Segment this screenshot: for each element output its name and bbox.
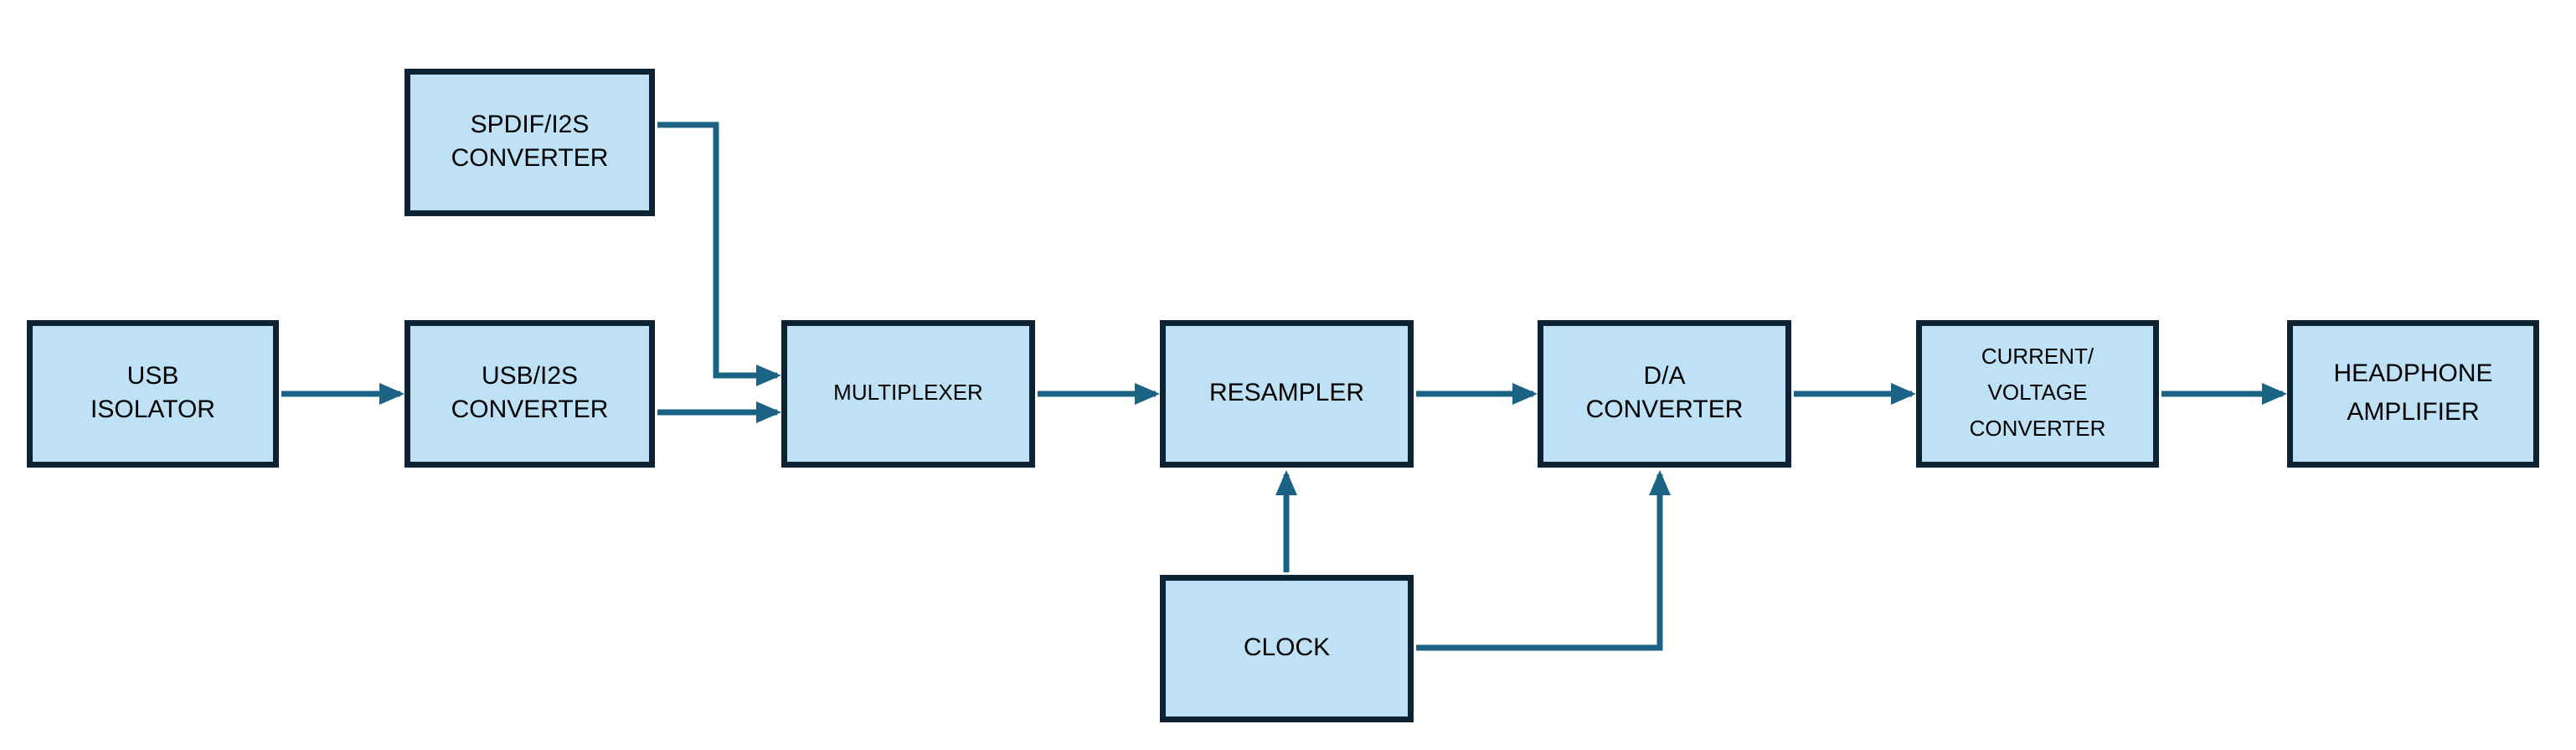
edge-line [1416,474,1663,651]
arrow-head-icon [1649,470,1671,495]
block-label-line: HEADPHONE [2333,359,2492,387]
arrow-head-icon [756,401,781,423]
block-body[interactable] [1160,575,1414,722]
edge-usb-isolator-to-usb-i2s [281,383,404,405]
block-label-line: RESAMPLER [1209,379,1364,406]
block-body[interactable] [2287,320,2539,468]
arrow-head-icon [379,383,404,405]
block-body[interactable] [781,320,1035,468]
block-label-line: CONVERTER [1970,416,2106,441]
block-current-voltage-converter[interactable]: CURRENT/VOLTAGE CONVERTER [1916,320,2159,468]
edge-multiplexer-to-resampler [1038,383,1160,405]
arrow-head-icon [1512,383,1538,405]
edge-usb-i2s-to-multiplexer [657,401,781,423]
block-spdif-i2s-converter[interactable]: SPDIF/I2S CONVERTER [404,69,655,216]
block-multiplexer[interactable]: MULTIPLEXER [781,320,1035,468]
edges-layer [281,122,2287,651]
block-da-converter[interactable]: D/A CONVERTER [1538,320,1791,468]
block-resampler[interactable]: RESAMPLER [1160,320,1414,468]
block-body[interactable] [1160,320,1414,468]
edge-current-voltage-to-headphone-amp [2161,383,2287,405]
block-label-line: CLOCK [1244,634,1330,661]
block-label-line: MULTIPLEXER [833,380,983,405]
arrow-head-icon [1275,470,1297,495]
block-usb-isolator[interactable]: USB ISOLATOR [27,320,279,468]
arrow-head-icon [756,365,781,386]
edge-spdif-to-multiplexer [657,122,781,386]
edge-da-converter-to-current-voltage [1794,383,1916,405]
nodes-layer: SPDIF/I2S CONVERTER USB ISOLATOR USB/I2S CONV… [27,69,2539,722]
block-label-line: VOLTAGE [1988,380,2088,405]
edge-clock-to-resampler [1275,470,1297,572]
block-body[interactable] [404,320,655,468]
block-label-line: D/A [1643,362,1685,390]
block-label-line: CONVERTER [1586,396,1744,423]
block-label-line: USB [127,362,179,390]
block-label-line: CURRENT/ [1981,344,2094,369]
block-usb-i2s-converter[interactable]: USB/I2S CONVERTER [404,320,655,468]
edge-resampler-to-da-converter [1416,383,1538,405]
block-label-line: ISOLATOR [90,396,215,423]
block-label-line: SPDIF/I2S [471,111,590,138]
block-headphone-amplifier[interactable]: HEADPHONE AMPLIFIER [2287,320,2539,468]
arrow-head-icon [2262,383,2287,405]
block-label-line: CONVERTER [451,396,609,423]
edge-line [657,122,777,379]
block-body[interactable] [27,320,279,468]
edge-clock-to-da-converter [1416,470,1671,651]
arrow-head-icon [1891,383,1916,405]
block-clock[interactable]: CLOCK [1160,575,1414,722]
block-body[interactable] [1916,320,2159,468]
block-label-line: AMPLIFIER [2347,398,2479,426]
block-label-line: CONVERTER [451,144,609,172]
block-label-line: USB/I2S [482,362,578,390]
block-body[interactable] [1538,320,1791,468]
block-body[interactable] [404,69,655,216]
arrow-head-icon [1135,383,1160,405]
